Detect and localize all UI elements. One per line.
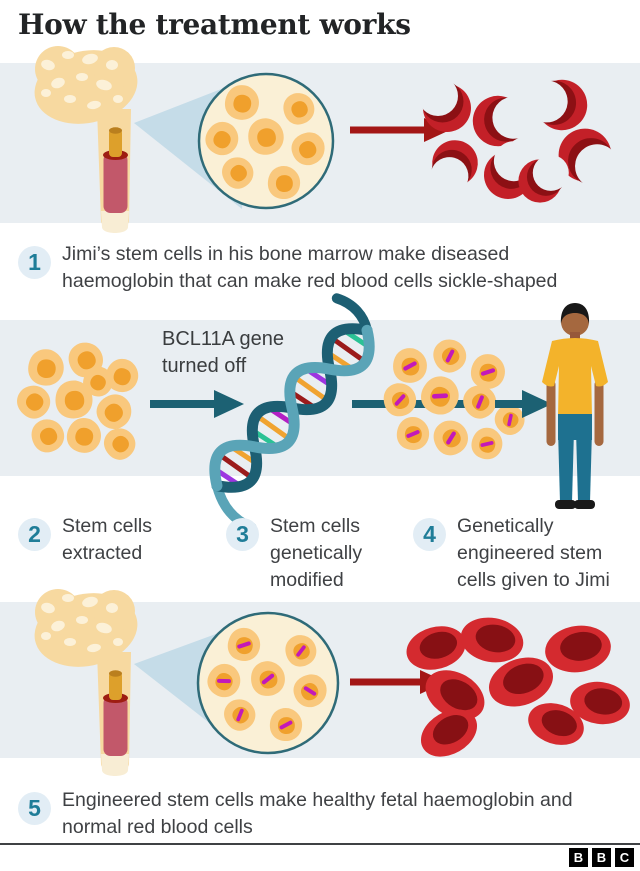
bone-icon (27, 40, 145, 233)
gene-editing-illustration (10, 293, 608, 533)
step-4-number: 4 (413, 518, 446, 551)
step-5-number: 5 (18, 792, 51, 825)
step-5-text: Engineered stem cells make healthy fetal… (62, 789, 573, 838)
panel-diseased-cells (0, 40, 640, 233)
healthy-cells-illustration (27, 583, 633, 776)
bbc-logo: B B C (569, 848, 634, 867)
footer-divider (0, 843, 640, 845)
bone-icon (27, 583, 145, 776)
bbc-logo-block-1: B (569, 848, 588, 867)
step-3-text: Stem cells genetically modified (270, 515, 363, 591)
step-2-number: 2 (18, 518, 51, 551)
step-1-text: Jimi’s stem cells in his bone marrow mak… (62, 243, 558, 292)
step-2-text: Stem cells extracted (62, 515, 152, 564)
teal-arrow-icon (150, 390, 244, 418)
extracted-stem-cells-icon (10, 337, 145, 466)
step-1-number: 1 (18, 246, 51, 279)
bbc-logo-block-2: B (592, 848, 611, 867)
teal-arrow-icon-2 (495, 390, 552, 418)
step-4-text: Genetically engineered stem cells given … (457, 515, 610, 591)
page-title: How the treatment works (18, 8, 411, 41)
modified-stem-cells-icon (381, 334, 530, 465)
sickle-cells-icon (417, 63, 623, 208)
step-1: 1 Jimi’s stem cells in his bone marrow m… (18, 241, 618, 295)
step-3-number: 3 (226, 518, 259, 551)
red-blood-cells-icon (401, 612, 633, 767)
diseased-cells-illustration (27, 40, 623, 233)
gene-label: BCL11A gene turned off (162, 328, 284, 377)
bbc-logo-block-3: C (615, 848, 634, 867)
step-4: 4 Genetically engineered stem cells give… (413, 513, 633, 594)
step-2: 2 Stem cells extracted (18, 513, 218, 567)
panel-healthy-cells (0, 583, 640, 776)
step-3: 3 Stem cells genetically modified (226, 513, 406, 594)
person-icon (542, 303, 608, 509)
panel-gene-editing (0, 293, 640, 533)
dna-helix-icon (209, 293, 375, 533)
step-5: 5 Engineered stem cells make healthy fet… (18, 787, 618, 841)
